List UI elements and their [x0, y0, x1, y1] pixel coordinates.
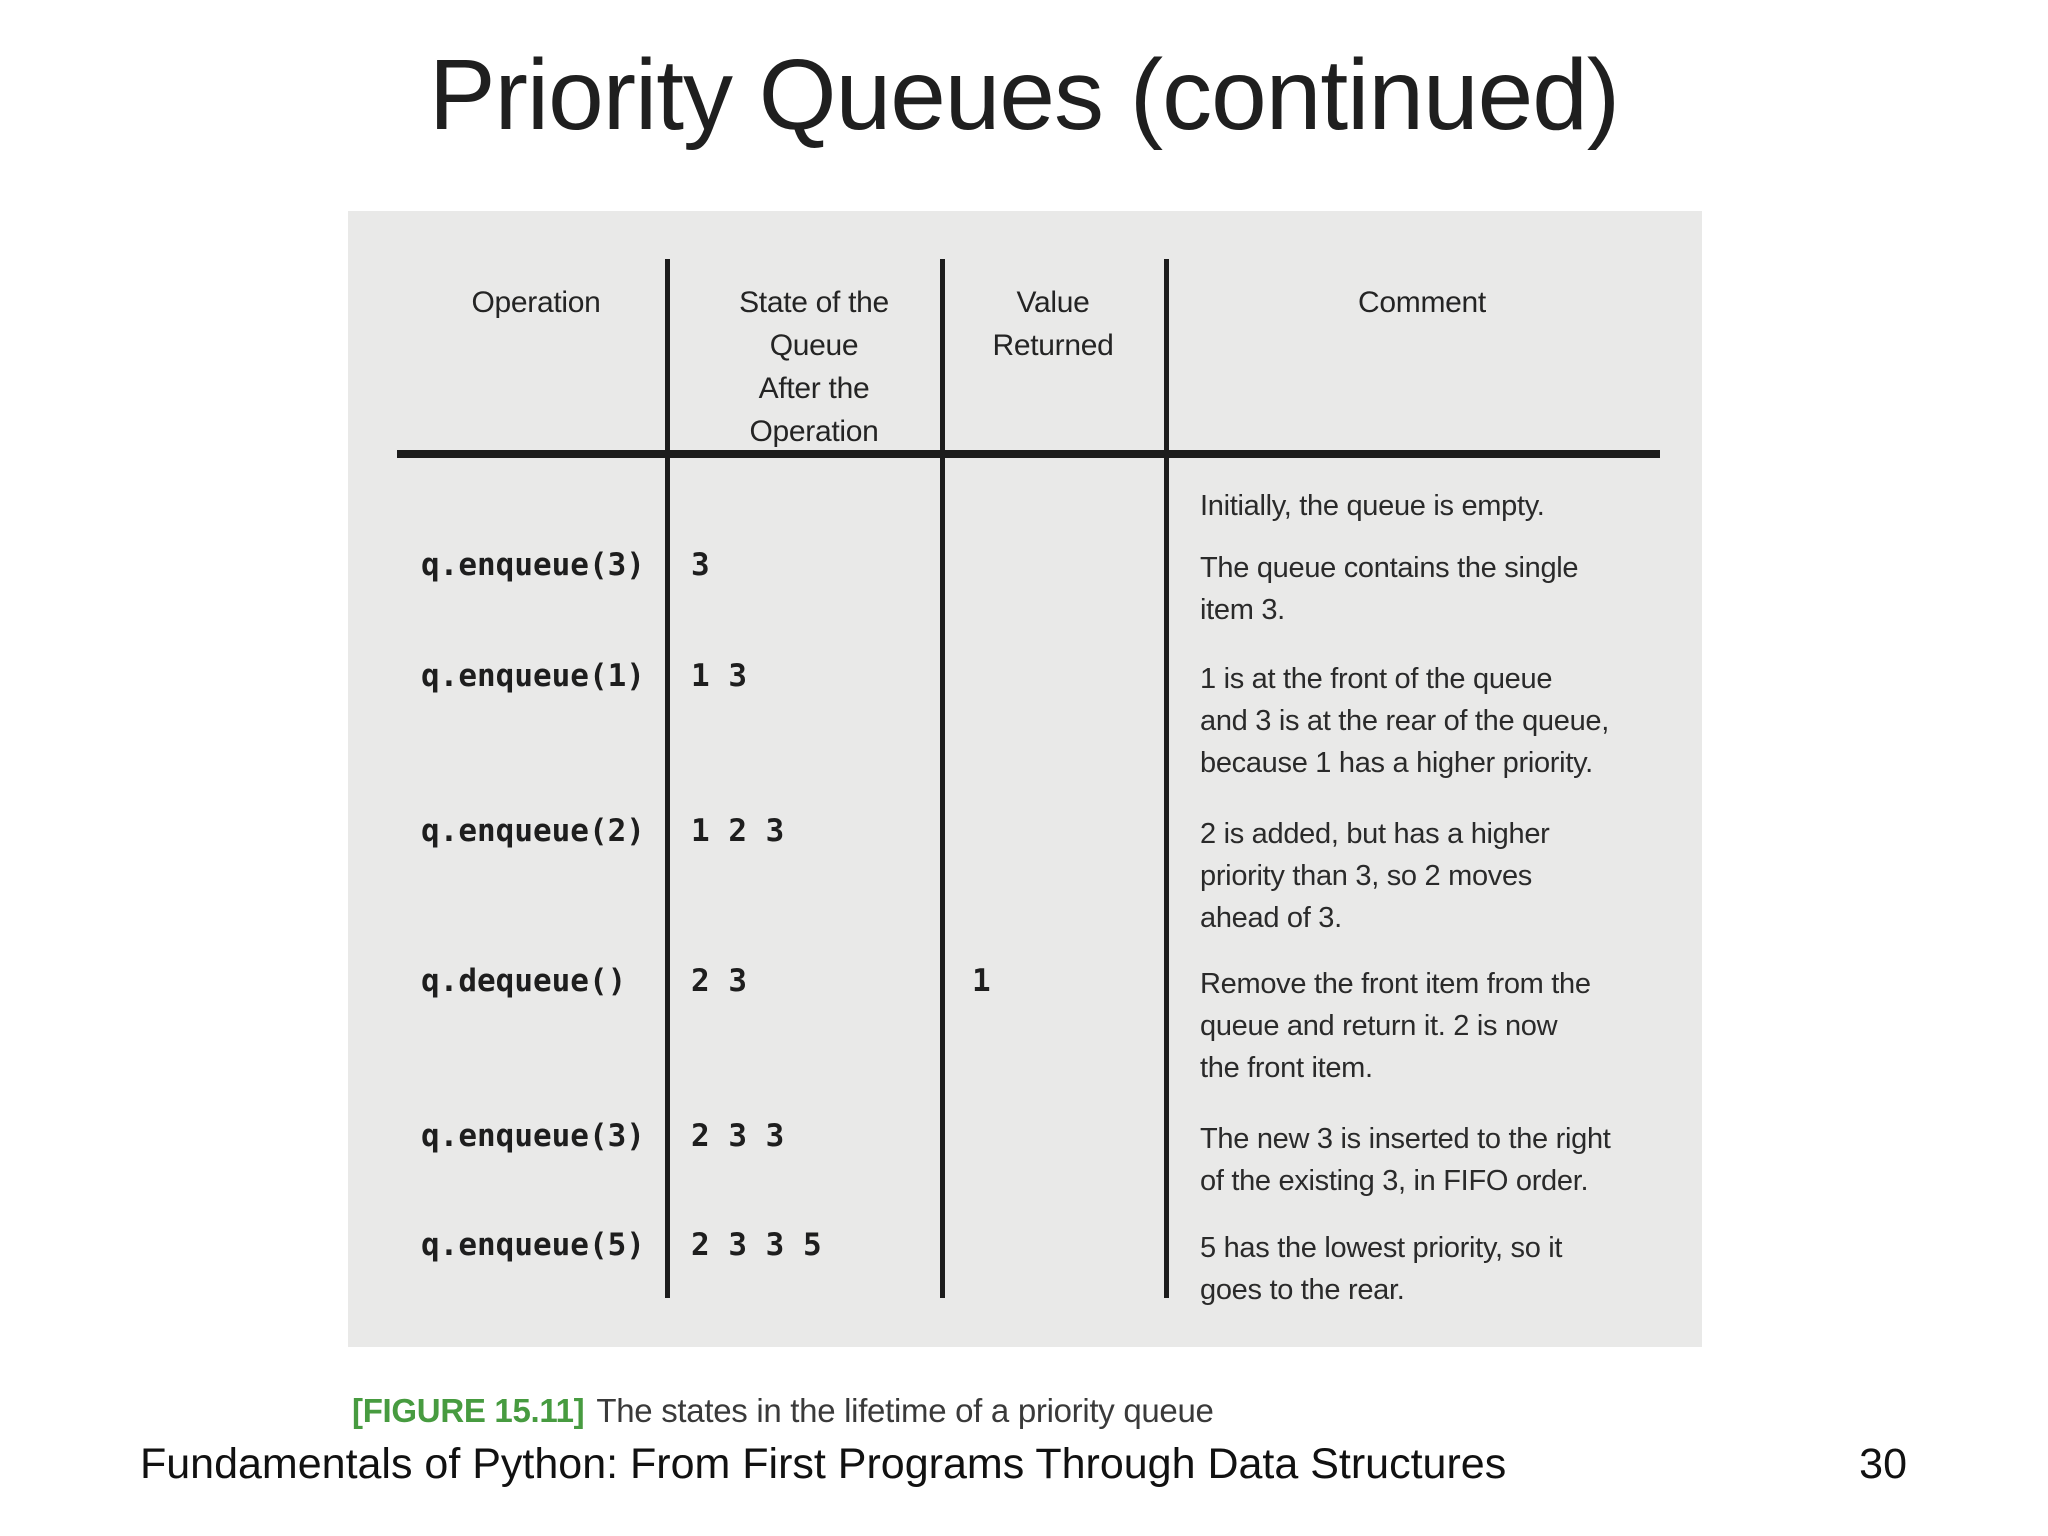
footer-book-title: Fundamentals of Python: From First Progr… — [140, 1440, 1507, 1488]
column-header-comment: Comment — [1358, 286, 1486, 319]
queue-state-cell: 1 3 — [691, 658, 747, 694]
queue-state-cell: 2 3 — [691, 963, 747, 999]
operation-cell: q.enqueue(2) — [421, 813, 645, 849]
queue-state-cell: 2 3 3 — [691, 1118, 785, 1154]
column-header-value-returned: Value Returned — [992, 286, 1114, 362]
figure-caption-text: The states in the lifetime of a priority… — [596, 1392, 1214, 1429]
operation-cell: q.enqueue(5) — [421, 1227, 645, 1263]
operation-cell: q.dequeue() — [421, 963, 627, 999]
operation-cell: q.enqueue(1) — [421, 658, 645, 694]
queue-state-cell: 2 3 3 5 — [691, 1227, 822, 1263]
column-divider-3 — [1164, 259, 1169, 1298]
comment-cell: 1 is at the front of the queue and 3 is … — [1200, 663, 1609, 779]
footer-page-number: 30 — [1859, 1440, 1907, 1488]
comment-cell: The queue contains the single item 3. — [1200, 552, 1579, 626]
column-header-operation: Operation — [471, 286, 601, 319]
figure-panel: Operation State of the Queue After the O… — [348, 211, 1702, 1347]
column-divider-1 — [665, 259, 670, 1298]
queue-state-cell: 1 2 3 — [691, 813, 785, 849]
value-returned-cell: 1 — [972, 963, 991, 999]
comment-cell: 2 is added, but has a higher priority th… — [1200, 818, 1550, 934]
comment-cell: 5 has the lowest priority, so it goes to… — [1200, 1232, 1563, 1306]
column-divider-2 — [940, 259, 945, 1298]
column-header-state: State of the Queue After the Operation — [739, 286, 889, 448]
figure-caption-label: [FIGURE 15.11] — [352, 1392, 585, 1429]
queue-state-cell: 3 — [691, 547, 710, 583]
comment-cell: Initially, the queue is empty. — [1200, 490, 1545, 522]
operation-cell: q.enqueue(3) — [421, 547, 645, 583]
comment-cell: The new 3 is inserted to the right of th… — [1200, 1123, 1611, 1197]
page-title: Priority Queues (continued) — [428, 39, 1620, 151]
operation-cell: q.enqueue(3) — [421, 1118, 645, 1154]
figure-caption: [FIGURE 15.11] The states in the lifetime… — [352, 1392, 1214, 1430]
header-separator-line — [397, 450, 1660, 458]
comment-cell: Remove the front item from the queue and… — [1200, 968, 1591, 1084]
